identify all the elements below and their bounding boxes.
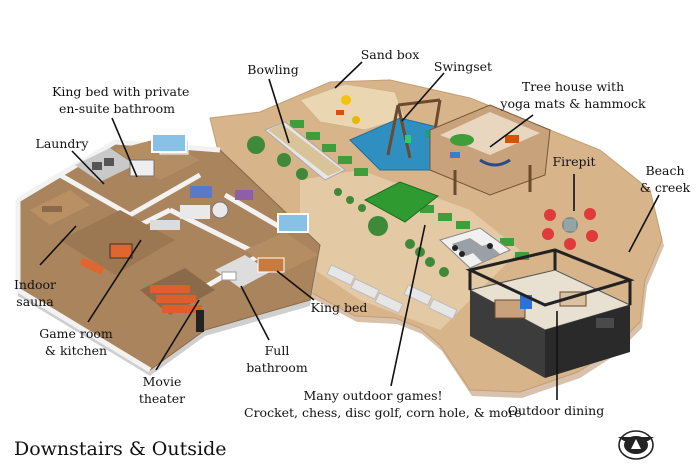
stepping-stones [290,120,529,260]
sauna-room [30,190,90,225]
label-game-room: Game room& kitchen [39,326,113,358]
swing-seat [405,135,411,143]
leader-lines [39,61,660,400]
label-beach-creek: Beach& creek [639,163,691,195]
chess-board [439,227,511,269]
laundry-room [75,148,135,182]
game-room-kitchen [60,205,210,275]
swing-seat [425,130,431,138]
putting-green [363,181,440,223]
label-swingset: Swingset [433,59,493,74]
page-title: Downstairs & Outside [14,438,227,460]
bushes [247,136,449,277]
aircraft-emblem-icon [618,430,654,460]
label-outdoor-dining: Outdoor dining [507,403,605,418]
label-firepit: Firepit [552,154,596,169]
label-sand-box: Sand box [360,47,420,62]
central-lounge [190,186,253,219]
label-king-bed: King bed [310,300,368,315]
theater-room [140,268,215,332]
full-bath [215,255,270,288]
tree-house [429,104,551,196]
sand-toys [336,95,360,124]
firepit-area [542,208,598,250]
hot-tub [277,213,309,233]
outdoor-dining-pavilion [465,248,635,378]
hot-tub [151,133,187,153]
label-laundry: Laundry [35,136,89,151]
label-bowling: Bowling [247,62,299,77]
label-outdoor-games: Many outdoor games!Crocket, chess, disc … [244,388,522,420]
